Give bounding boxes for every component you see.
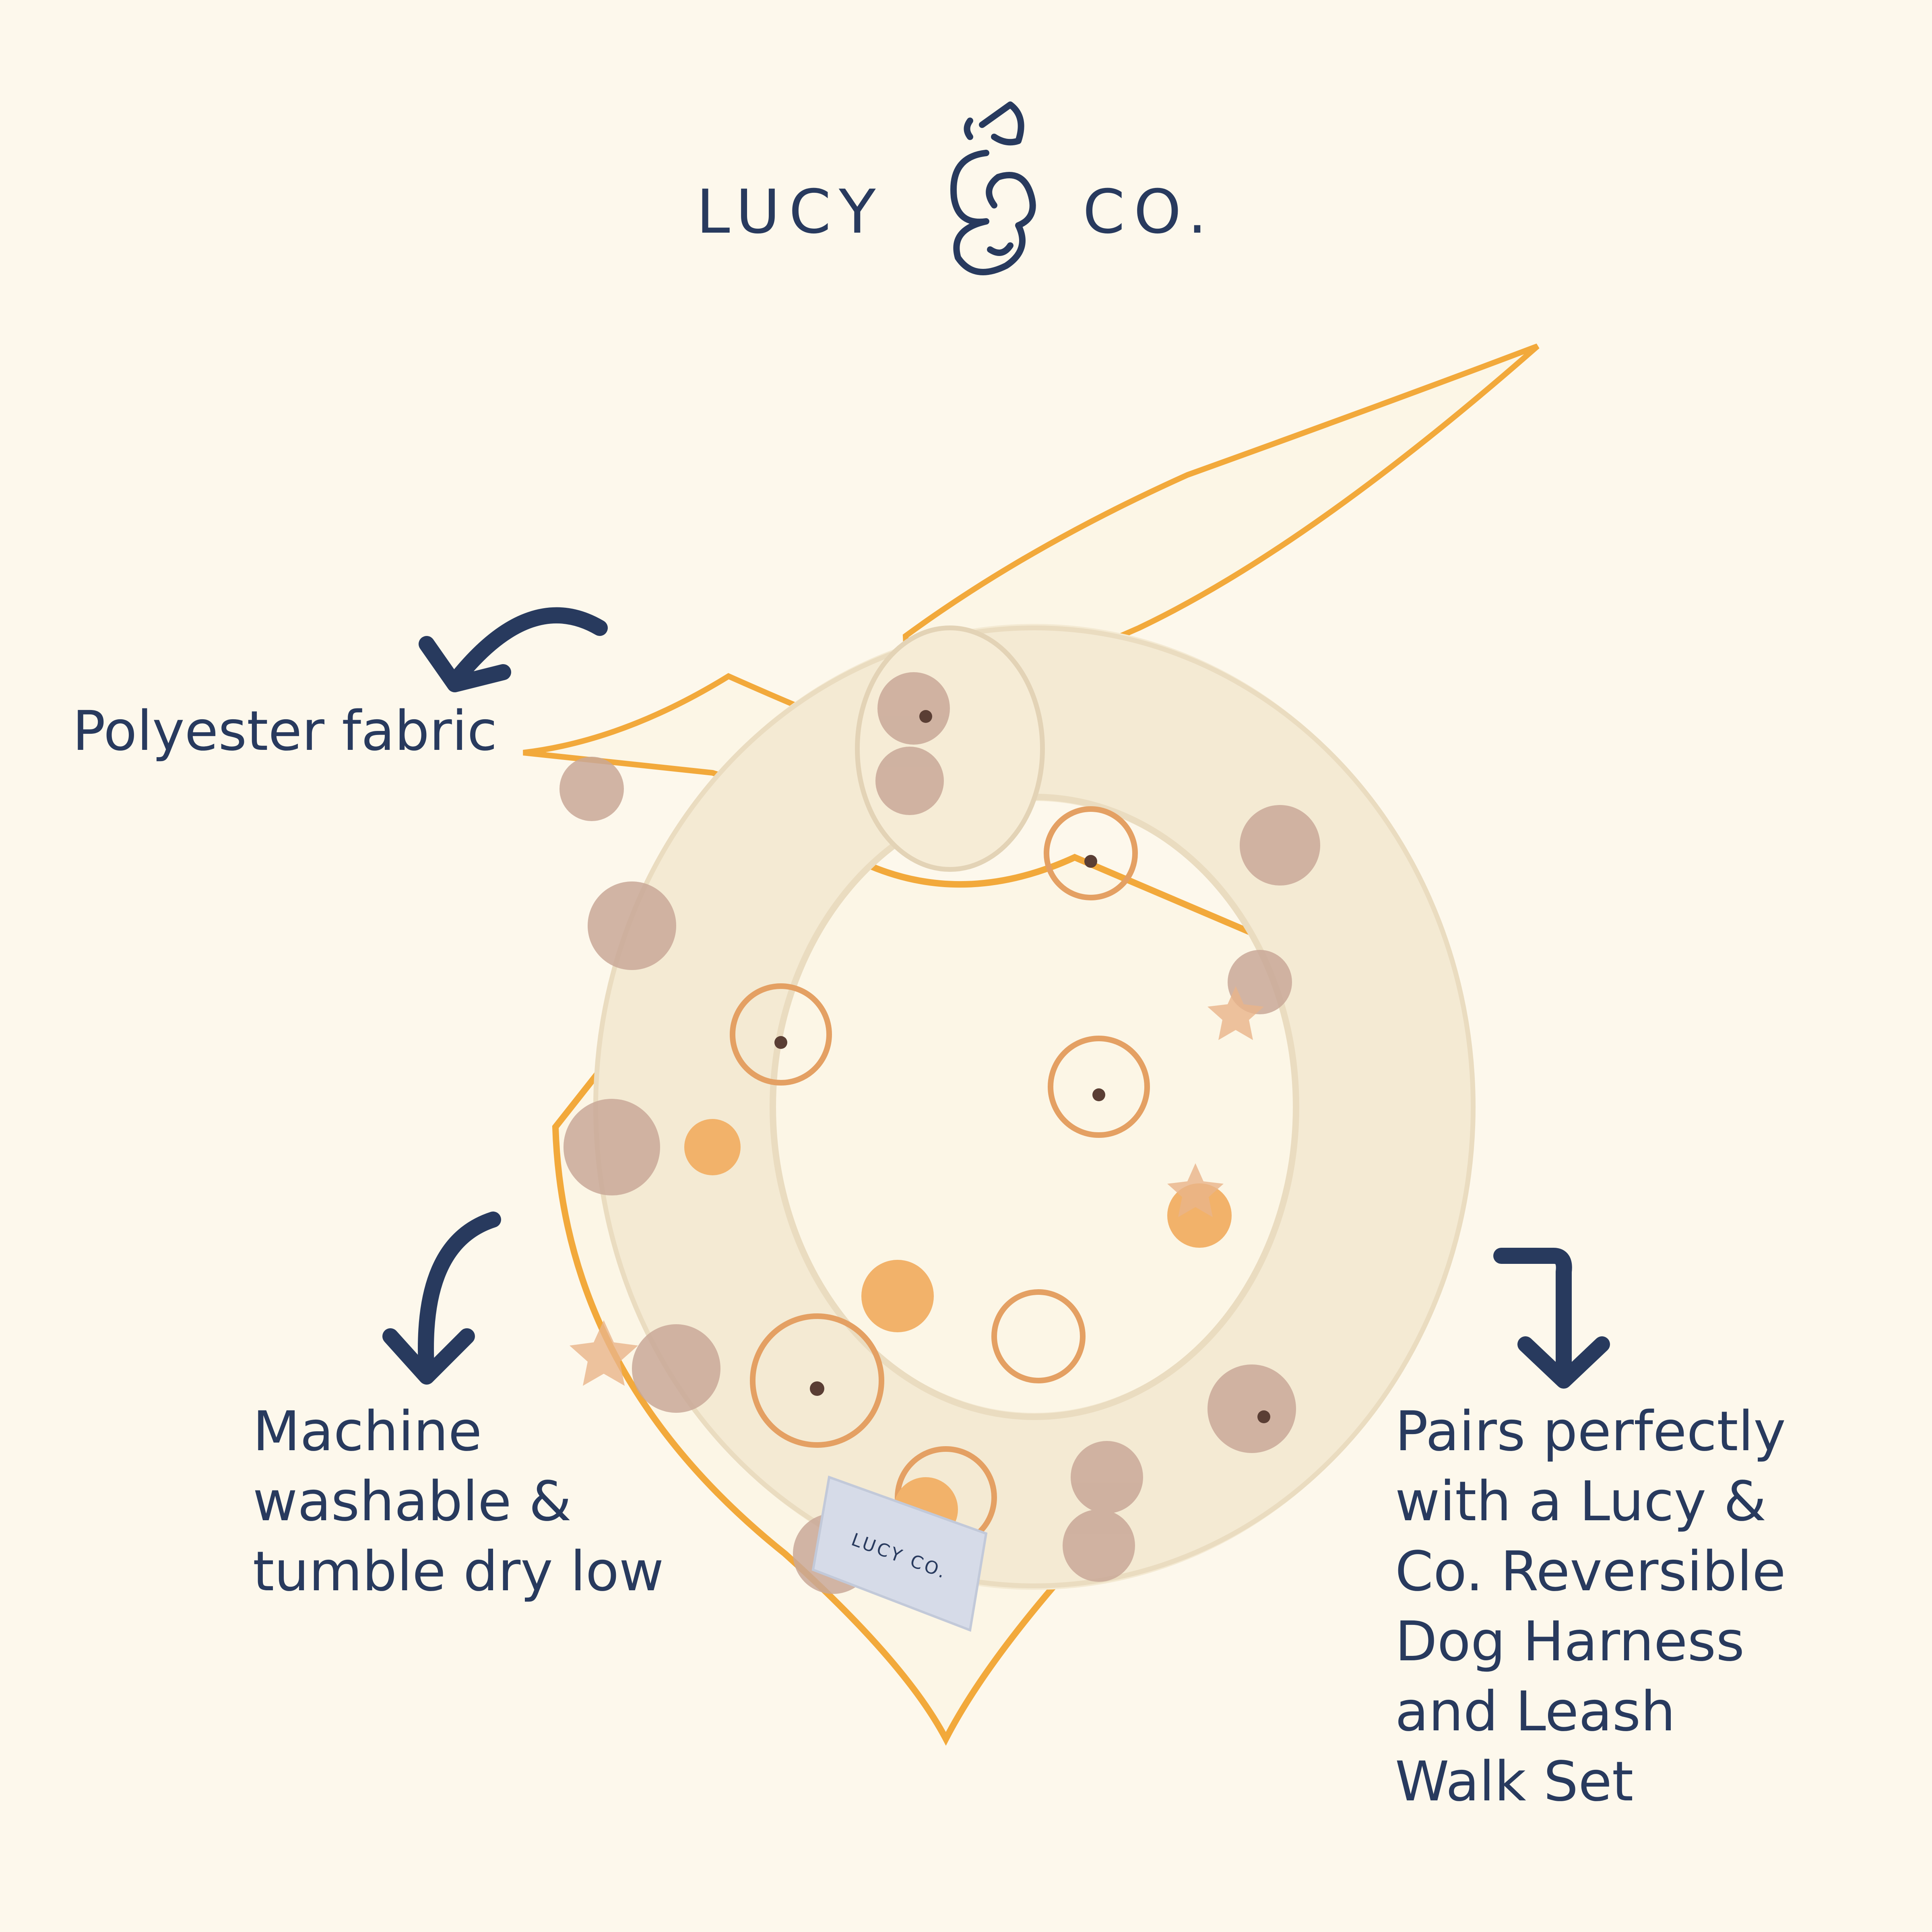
feature-machine-washable: Machine washable & tumble dry low — [253, 1400, 664, 1604]
feature-polyester: Polyester fabric — [72, 700, 497, 763]
logo-word-lucy: LUCY — [696, 177, 885, 247]
brand-label-tag: LUCY CO. — [811, 1475, 988, 1632]
curved-arrow-down-icon — [382, 1212, 501, 1385]
feature-pairs-perfectly: Pairs perfectly with a Lucy & Co. Revers… — [1395, 1400, 1786, 1814]
bandana-body — [523, 343, 1540, 1746]
bear-print-pattern — [559, 672, 1320, 1594]
curved-arrow-icon — [419, 607, 608, 692]
bandana-image: LUCY CO. — [523, 343, 1540, 1746]
logo-word-co: CO. — [1083, 177, 1216, 247]
brand-logo: LUCY CO. — [696, 97, 1244, 282]
hooked-arrow-down-icon — [1493, 1248, 1610, 1389]
dog-ampersand-icon — [950, 101, 1036, 275]
